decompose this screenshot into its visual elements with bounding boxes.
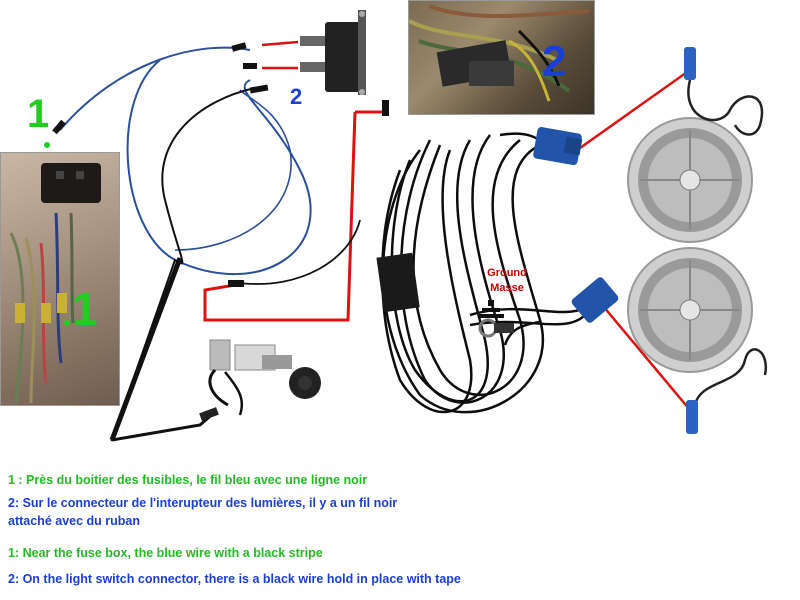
red-wire-1 xyxy=(261,40,299,47)
callout-dot-green xyxy=(44,142,50,148)
connector-top-left xyxy=(52,119,66,135)
note-fr-2-line1: 2: Sur le connecteur de l'interupteur de… xyxy=(8,496,398,510)
headlight-top-pigtail xyxy=(687,79,764,136)
blue-wire-2 xyxy=(174,89,292,251)
blue-wire-loop xyxy=(59,46,312,276)
black-wire-horizontal xyxy=(239,219,361,285)
ground-label-en: Ground xyxy=(487,267,527,279)
relay xyxy=(300,10,366,95)
connector-relay-side xyxy=(382,100,389,116)
harness-tape xyxy=(376,252,420,313)
callout-1-top-left: 1 xyxy=(27,92,50,136)
ground-label-fr: Masse xyxy=(490,282,524,294)
connector-3 xyxy=(249,84,269,94)
fuse-box-photo-art xyxy=(9,163,101,404)
red-wire-headlight-top xyxy=(579,68,691,150)
wiring-diagram xyxy=(44,10,768,442)
black-wire-thick xyxy=(109,257,183,441)
callout-1-photo: 1 xyxy=(72,283,98,335)
blue-connector-bottom xyxy=(571,277,619,323)
headlight-bottom-pigtail xyxy=(693,348,768,406)
headlight-bottom xyxy=(627,247,753,373)
red-wire-relay-to-harness xyxy=(203,111,357,322)
red-wire-headlight-bottom xyxy=(597,299,691,411)
callout-2-photo: 2 xyxy=(542,37,567,86)
black-wire-main xyxy=(110,87,256,442)
light-switch-connector-photo xyxy=(408,0,595,115)
blue-connector-top xyxy=(533,127,583,166)
note-en-2: 2: On the light switch connector, there … xyxy=(8,572,461,586)
fuse-box-photo xyxy=(0,152,120,406)
headlight-top-plug xyxy=(684,47,696,80)
connector-1 xyxy=(231,42,247,52)
headlight-top xyxy=(627,117,753,243)
note-en-1: 1: Near the fuse box, the blue wire with… xyxy=(8,546,323,560)
ground-label: Ground Masse xyxy=(472,266,542,296)
ground-symbol xyxy=(478,300,504,318)
ground-terminal xyxy=(478,318,514,338)
connector-2 xyxy=(243,63,257,69)
black-wire-to-switch-connector xyxy=(111,410,216,442)
light-switch-connector-photo-art xyxy=(409,4,590,102)
note-fr-2-line2: attaché avec du ruban xyxy=(8,514,140,528)
connector-lower xyxy=(228,280,244,287)
light-switch xyxy=(199,339,321,421)
callout-2-wire: 2 xyxy=(290,84,303,109)
headlight-bottom-plug xyxy=(686,400,698,434)
note-fr-1: 1 : Près du boitier des fusibles, le fil… xyxy=(8,473,368,487)
